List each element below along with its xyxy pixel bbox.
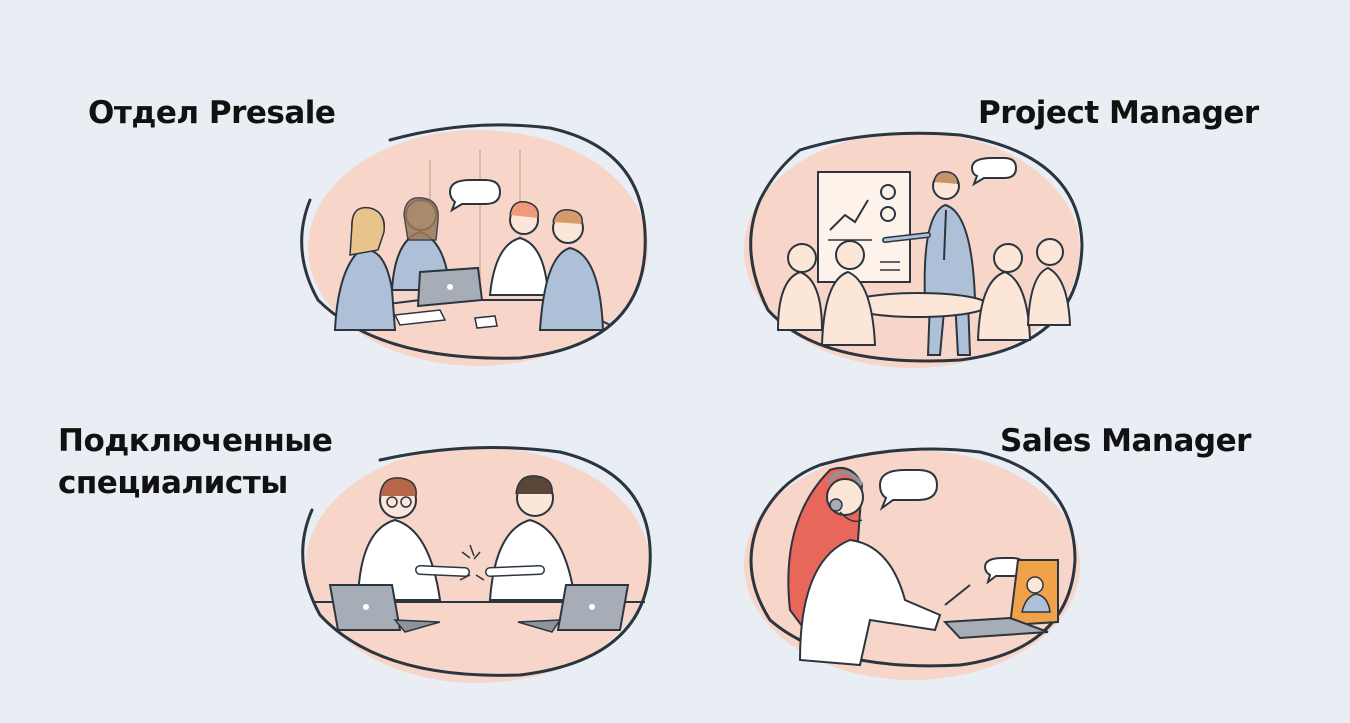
connected-title-line-1: Подключенные bbox=[58, 423, 333, 459]
presale-illustration bbox=[300, 123, 648, 366]
pm-presenter bbox=[882, 170, 977, 356]
pm-speech-bubble bbox=[970, 157, 1018, 187]
connected-laptop-right bbox=[517, 584, 630, 633]
pm-outline bbox=[749, 131, 1084, 363]
connected-spark bbox=[459, 544, 485, 581]
pm-presentation-board bbox=[817, 171, 911, 283]
sales-woman-headset bbox=[787, 466, 971, 667]
connected-title-line-2: специалисты bbox=[58, 465, 288, 501]
sales-laptop-video-call bbox=[942, 559, 1059, 640]
project-manager-title: Project Manager bbox=[978, 95, 1259, 131]
sales-speech-bubble-1 bbox=[878, 469, 939, 511]
connected-blob bbox=[306, 447, 650, 683]
project-manager-illustration bbox=[744, 131, 1084, 368]
connected-specialists-title: Подключенные специалисты bbox=[58, 420, 333, 504]
connected-laptop-left bbox=[328, 584, 441, 633]
presale-person-2 bbox=[390, 197, 452, 291]
connected-person-right bbox=[485, 475, 577, 601]
presale-person-3 bbox=[488, 201, 550, 296]
connected-specialists-illustration bbox=[301, 446, 652, 683]
presale-papers bbox=[393, 309, 498, 329]
presale-person-1 bbox=[333, 206, 397, 331]
presale-outline bbox=[300, 123, 647, 360]
connected-outline bbox=[301, 446, 652, 677]
presale-person-4 bbox=[538, 209, 605, 331]
sales-manager-title: Sales Manager bbox=[1000, 423, 1251, 459]
presale-laptop bbox=[416, 266, 484, 308]
presale-title: Отдел Presale bbox=[88, 95, 336, 131]
connected-person-left bbox=[356, 477, 470, 601]
presale-speech-bubble bbox=[448, 179, 502, 213]
pm-audience bbox=[776, 238, 1072, 346]
sales-manager-illustration bbox=[744, 447, 1080, 680]
sales-outline bbox=[749, 447, 1077, 668]
